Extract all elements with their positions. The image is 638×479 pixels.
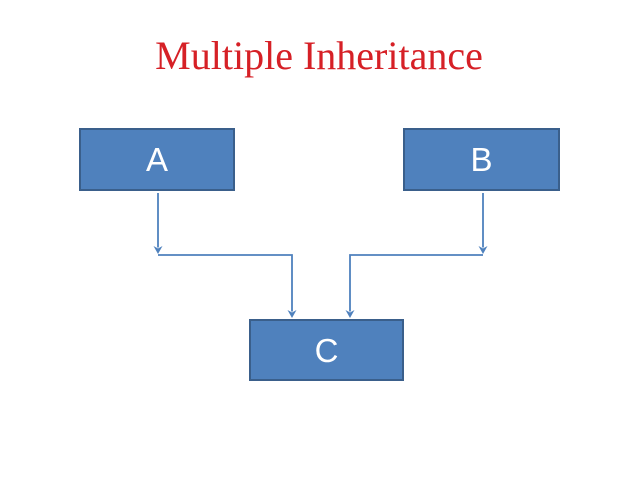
node-a-label: A [145,141,168,178]
edge-b-stem-arrowhead-icon [478,246,488,254]
node-c-label: C [314,331,339,369]
node-b: B [403,128,560,191]
edge-a-to-c-elbow [158,254,293,312]
edge-a-to-c-arrowhead-icon [287,310,297,318]
node-c: C [249,319,404,381]
node-b-label: B [470,141,493,178]
edge-b-to-c-arrowhead-icon [345,310,355,318]
slide-title: Multiple Inheritance [155,33,483,78]
node-a: A [79,128,235,191]
edge-a-stem-arrowhead-icon [153,246,163,254]
edge-b-to-c-elbow [349,254,483,312]
